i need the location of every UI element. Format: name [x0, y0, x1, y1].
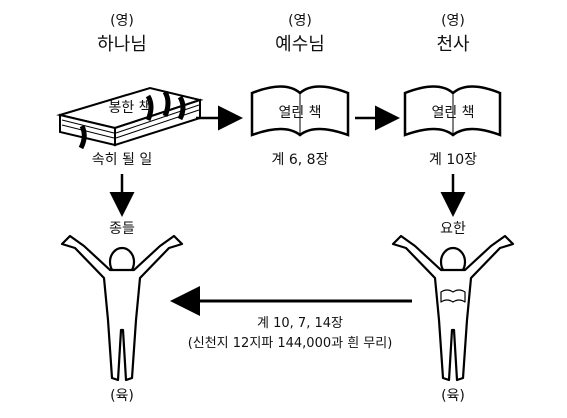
- label-servants: 종들: [109, 221, 135, 237]
- sealed-book-label: 봉한 책: [108, 100, 152, 116]
- person-right-icon: [391, 234, 515, 382]
- flesh-label-right: (육): [441, 388, 465, 404]
- caption-rev-6-8: 계 6, 8장: [271, 152, 329, 168]
- open-book-label-jesus: 열린 책: [278, 105, 322, 121]
- spirit-label-angel: (영): [441, 13, 465, 29]
- open-book-label-angel: 열린 책: [431, 105, 475, 121]
- bottom-arrow-line2: (신천지 12지파 144,000과 흰 무리): [187, 336, 393, 351]
- label-angel: 천사: [436, 34, 470, 55]
- open-book-icon-jesus: [250, 85, 350, 137]
- label-jesus: 예수님: [275, 34, 325, 55]
- sealed-book-icon: [56, 86, 204, 150]
- label-god: 하나님: [97, 34, 147, 55]
- label-john: 요한: [440, 221, 466, 237]
- caption-rev-10: 계 10장: [428, 152, 478, 168]
- spirit-label-god: (영): [110, 13, 134, 29]
- spirit-label-jesus: (영): [288, 13, 312, 29]
- flesh-label-left: (육): [110, 388, 134, 404]
- bottom-arrow-line1: 계 10, 7, 14장: [257, 316, 343, 331]
- person-left-icon: [60, 234, 184, 382]
- caption-things-soon: 속히 될 일: [91, 152, 153, 168]
- open-book-icon-angel: [403, 85, 502, 137]
